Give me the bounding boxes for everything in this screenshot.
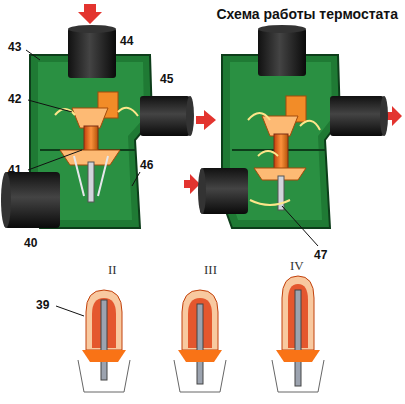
thermostat-closed — [1, 25, 194, 228]
callout-number: 39 — [36, 298, 49, 312]
stage-label: II — [108, 262, 117, 278]
leader-line — [26, 50, 318, 316]
callout-number: 42 — [8, 92, 21, 106]
callout-number: 44 — [120, 34, 133, 48]
callout-number: 46 — [140, 158, 153, 172]
stage-label: III — [204, 262, 217, 278]
callout-number: 45 — [160, 72, 173, 86]
callout-number: 43 — [8, 40, 21, 54]
callout-number: 47 — [314, 248, 327, 262]
diagram-title: Схема работы термостата — [216, 6, 398, 22]
thermostat-open — [198, 25, 388, 228]
callout-number: 40 — [24, 236, 37, 250]
stage-label: IV — [290, 258, 304, 274]
thermo-element — [78, 276, 324, 392]
callout-number: 41 — [8, 163, 21, 177]
